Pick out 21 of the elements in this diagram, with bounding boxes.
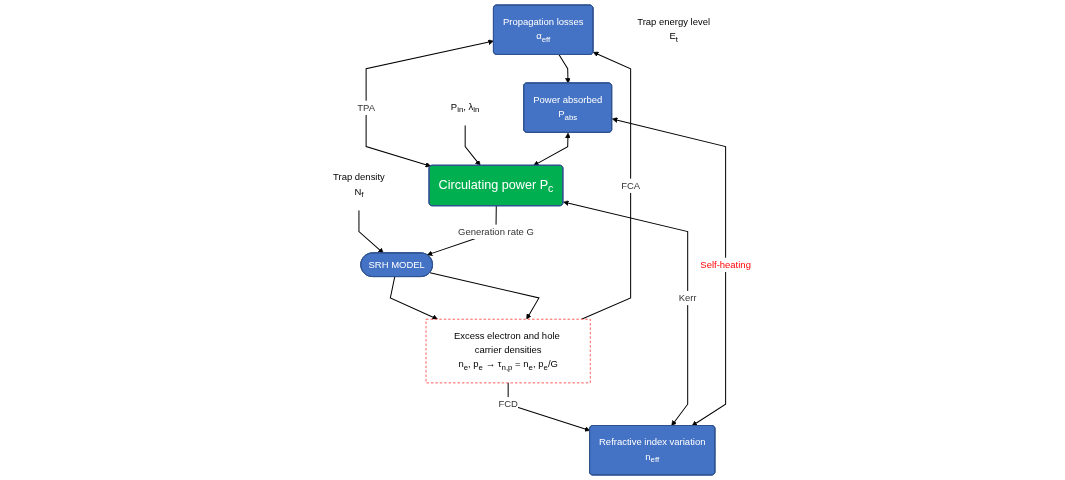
arrow [429, 272, 540, 320]
node-text: Trap energy level E$_{t}$ [637, 15, 711, 44]
edge-label: Generation rate G [458, 225, 534, 237]
edge-label: FCD [498, 398, 518, 410]
edge-label: Self-heating [700, 258, 751, 270]
node-text: Trap density N$_{f}$ [333, 171, 385, 200]
arrow [612, 117, 727, 427]
arrow [365, 39, 494, 168]
node-box: Excess electron and hole carrier densities n$_{e}$, p$_{e}$ → τ$_{n,p}$ = n$_{e}$, p$_{e}$/G [425, 318, 591, 384]
arrow [533, 132, 571, 166]
edge-label: TPA [357, 101, 375, 113]
arrow [581, 51, 632, 320]
arrow [358, 209, 384, 254]
arrow [389, 276, 438, 320]
arrow [563, 200, 689, 427]
edge-label: Kerr [678, 292, 697, 303]
edge-label: FCA [621, 179, 641, 191]
arrow [558, 54, 571, 84]
node-text: P$_{in}$, λ$_{in}$ [450, 100, 480, 115]
arrow [507, 382, 591, 432]
arrow [464, 124, 481, 166]
